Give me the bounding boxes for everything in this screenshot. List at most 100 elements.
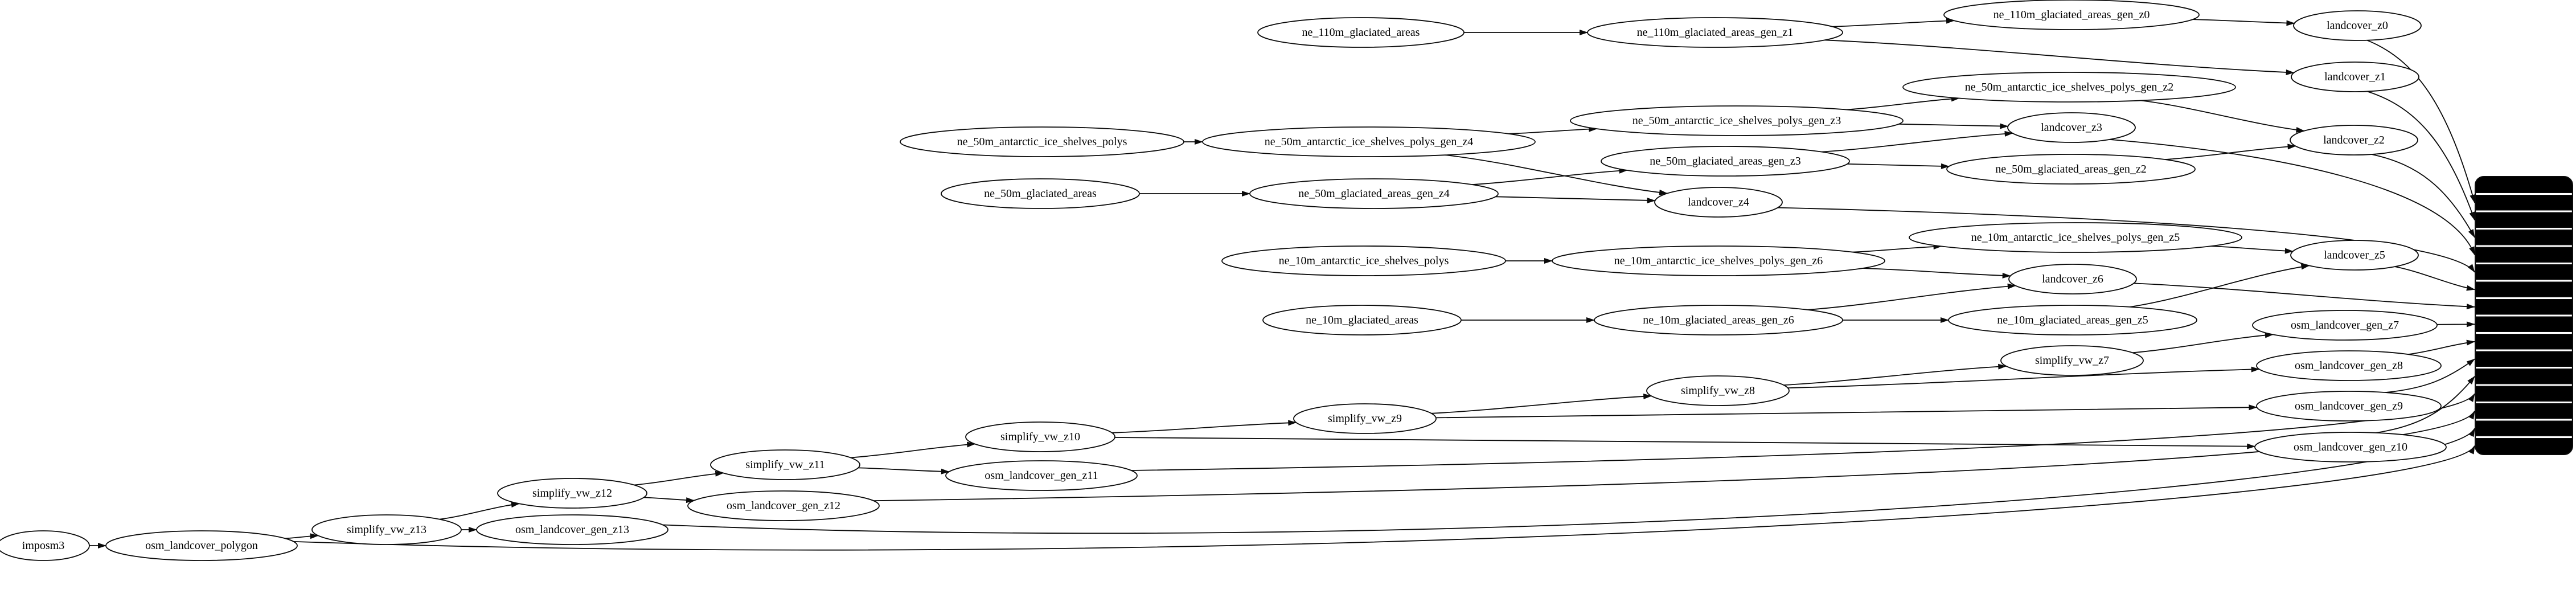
row-gap — [2476, 418, 2572, 421]
node-shape — [1909, 222, 2242, 253]
node-label: landcover_z3 — [2041, 121, 2102, 134]
node-shape — [2290, 125, 2418, 155]
table-row-z5: z5 — [2518, 283, 2530, 296]
node-label: landcover_z6 — [2042, 273, 2103, 285]
node-shape — [687, 490, 880, 521]
row-gap — [2476, 279, 2572, 283]
edge-osm_landcover_gen_z7-to-z7 — [2436, 321, 2475, 328]
node-label: landcover_z4 — [1688, 196, 1749, 208]
node-label: ne_50m_antarctic_ice_shelves_polys_gen_z… — [1265, 136, 1474, 148]
node-shape — [1293, 403, 1437, 434]
table-row-z3: z3 — [2518, 248, 2530, 261]
table-row-z8: z8 — [2518, 335, 2530, 349]
row-gap — [2476, 401, 2572, 404]
table-row-label: z11 — [2516, 387, 2533, 400]
node-shape — [1646, 375, 1790, 406]
row-gap — [2476, 383, 2572, 387]
node-shape — [1654, 187, 1783, 218]
row-gap — [2476, 210, 2572, 213]
node-shape — [1552, 245, 1885, 276]
table-layer-landcover: layer_landcoverz0z1z2z3z4z5z6z7z8z9z10z1… — [2475, 176, 2573, 455]
node-label: osm_landcover_gen_z9 — [2295, 400, 2403, 412]
node-shape — [1943, 0, 2200, 30]
node-label: ne_10m_antarctic_ice_shelves_polys_gen_z… — [1971, 231, 2180, 244]
table-row-label: z0 — [2518, 196, 2530, 210]
node-ne_50m_antarctic_ice_shelves_polys: ne_50m_antarctic_ice_shelves_polys — [900, 126, 1184, 157]
edge-ne_110m_glaciated_areas_gen_z1-to-landcover_z1 — [1824, 39, 2295, 75]
table-row-label: z13 — [2515, 421, 2532, 435]
edge-ne_50m_antarctic_ice_shelves_polys_gen_z4-to-landcover_z4 — [1445, 154, 1668, 195]
node-ne_50m_glaciated_areas_gen_z2: ne_50m_glaciated_areas_gen_z2 — [1946, 154, 2196, 185]
node-osm_landcover_gen_z7: osm_landcover_gen_z7 — [2252, 310, 2438, 341]
node-shape — [2000, 345, 2144, 376]
node-shape — [2252, 310, 2438, 341]
row-gap — [2476, 436, 2572, 439]
edge-ne_110m_glaciated_areas_gen_z1-to-ne_110m_glaciated_areas_gen_z0 — [1832, 18, 1955, 27]
node-label: ne_10m_glaciated_areas_gen_z5 — [1997, 314, 2148, 326]
edge-landcover_z0-to-z0 — [2366, 39, 2476, 203]
node-label: landcover_z1 — [2324, 71, 2386, 83]
edge-simplify_vw_z12-to-osm_landcover_gen_z12 — [643, 497, 695, 504]
node-label: ne_50m_glaciated_areas — [984, 187, 1097, 200]
node-shape — [1570, 105, 1904, 136]
node-shape — [311, 514, 462, 545]
table-row-label: z6 — [2518, 300, 2530, 314]
node-landcover_z5: landcover_z5 — [2290, 240, 2419, 271]
edge-landcover_z5-to-z5 — [2394, 266, 2475, 291]
edge-simplify_vw_z11-to-osm_landcover_gen_z11 — [858, 467, 950, 474]
row-gap — [2476, 349, 2572, 352]
node-label: ne_10m_antarctic_ice_shelves_polys — [1279, 255, 1449, 267]
edge-ne_10m_antarctic_ice_shelves_polys_gen_z6-to-ne_10m_antarctic_ice_shelves_polys_gen_z5 — [1852, 244, 1942, 253]
table-row-z2: z2 — [2518, 231, 2530, 244]
node-osm_landcover_gen_z11: osm_landcover_gen_z11 — [945, 460, 1138, 491]
edge-landcover_z4-to-z4 — [1778, 207, 2475, 273]
edge-osm_landcover_gen_z8-to-z8 — [2408, 339, 2475, 355]
node-ne_10m_glaciated_areas: ne_10m_glaciated_areas — [1262, 305, 1462, 335]
node-landcover_z0: landcover_z0 — [2293, 10, 2422, 41]
edge-ne_10m_glaciated_areas_gen_z6-to-landcover_z6 — [1807, 283, 2016, 310]
node-shape — [2291, 62, 2419, 92]
edge-ne_50m_antarctic_ice_shelves_polys_gen_z4-to-ne_50m_antarctic_ice_shelves_polys_gen_z3 — [1508, 126, 1598, 134]
table-row-label: z10 — [2515, 370, 2532, 383]
node-label: ne_10m_antarctic_ice_shelves_polys_gen_z… — [1614, 255, 1823, 267]
node-shape — [945, 460, 1138, 491]
node-shape — [941, 178, 1140, 209]
node-shape — [2256, 391, 2442, 421]
node-simplify_vw_z13: simplify_vw_z13 — [311, 514, 462, 545]
node-shape — [1902, 72, 2236, 103]
table-row-label: z4 — [2518, 265, 2530, 279]
node-label: osm_landcover_gen_z8 — [2295, 359, 2403, 372]
table-row-z14+: z14+ — [2512, 439, 2536, 453]
node-ne_10m_antarctic_ice_shelves_polys_gen_z6: ne_10m_antarctic_ice_shelves_polys_gen_z… — [1552, 245, 1885, 276]
node-label: imposm3 — [22, 539, 64, 552]
edge-ne_10m_glaciated_areas_gen_z5-to-landcover_z5 — [2130, 264, 2310, 308]
edge-simplify_vw_z8-to-osm_landcover_gen_z8 — [1787, 366, 2260, 388]
node-shape — [1594, 305, 1843, 335]
node-label: simplify_vw_z10 — [1000, 431, 1080, 443]
row-gap — [2476, 193, 2572, 195]
node-label: simplify_vw_z9 — [1328, 412, 1402, 425]
edge-landcover_z1-to-z1 — [2367, 91, 2475, 221]
node-label: ne_110m_glaciated_areas_gen_z0 — [1993, 9, 2150, 21]
table-row-z0: z0 — [2518, 196, 2530, 210]
node-label: osm_landcover_gen_z11 — [985, 469, 1098, 482]
edge-simplify_vw_z7-to-osm_landcover_gen_z7 — [2132, 332, 2274, 354]
node-shape — [2008, 264, 2137, 294]
node-label: ne_50m_glaciated_areas_gen_z3 — [1650, 155, 1800, 167]
table-row-z9: z9 — [2518, 352, 2530, 366]
table-row-z6: z6 — [2518, 300, 2530, 314]
node-simplify_vw_z9: simplify_vw_z9 — [1293, 403, 1437, 434]
edge-osm_landcover_polygon-to-z14+ — [293, 445, 2475, 551]
node-landcover_z2: landcover_z2 — [2290, 125, 2418, 155]
edge-osm_landcover_gen_z13-to-z13 — [662, 428, 2475, 534]
node-osm_landcover_gen_z8: osm_landcover_gen_z8 — [2256, 350, 2442, 381]
table-row-z11: z11 — [2516, 387, 2533, 400]
table-row-z7: z7 — [2518, 317, 2530, 331]
node-imposm3: imposm3 — [0, 530, 90, 561]
table-row-z12: z12 — [2515, 404, 2532, 418]
node-simplify_vw_z11: simplify_vw_z11 — [710, 449, 860, 480]
node-ne_10m_glaciated_areas_gen_z5: ne_10m_glaciated_areas_gen_z5 — [1948, 305, 2197, 335]
node-shape — [900, 126, 1184, 157]
